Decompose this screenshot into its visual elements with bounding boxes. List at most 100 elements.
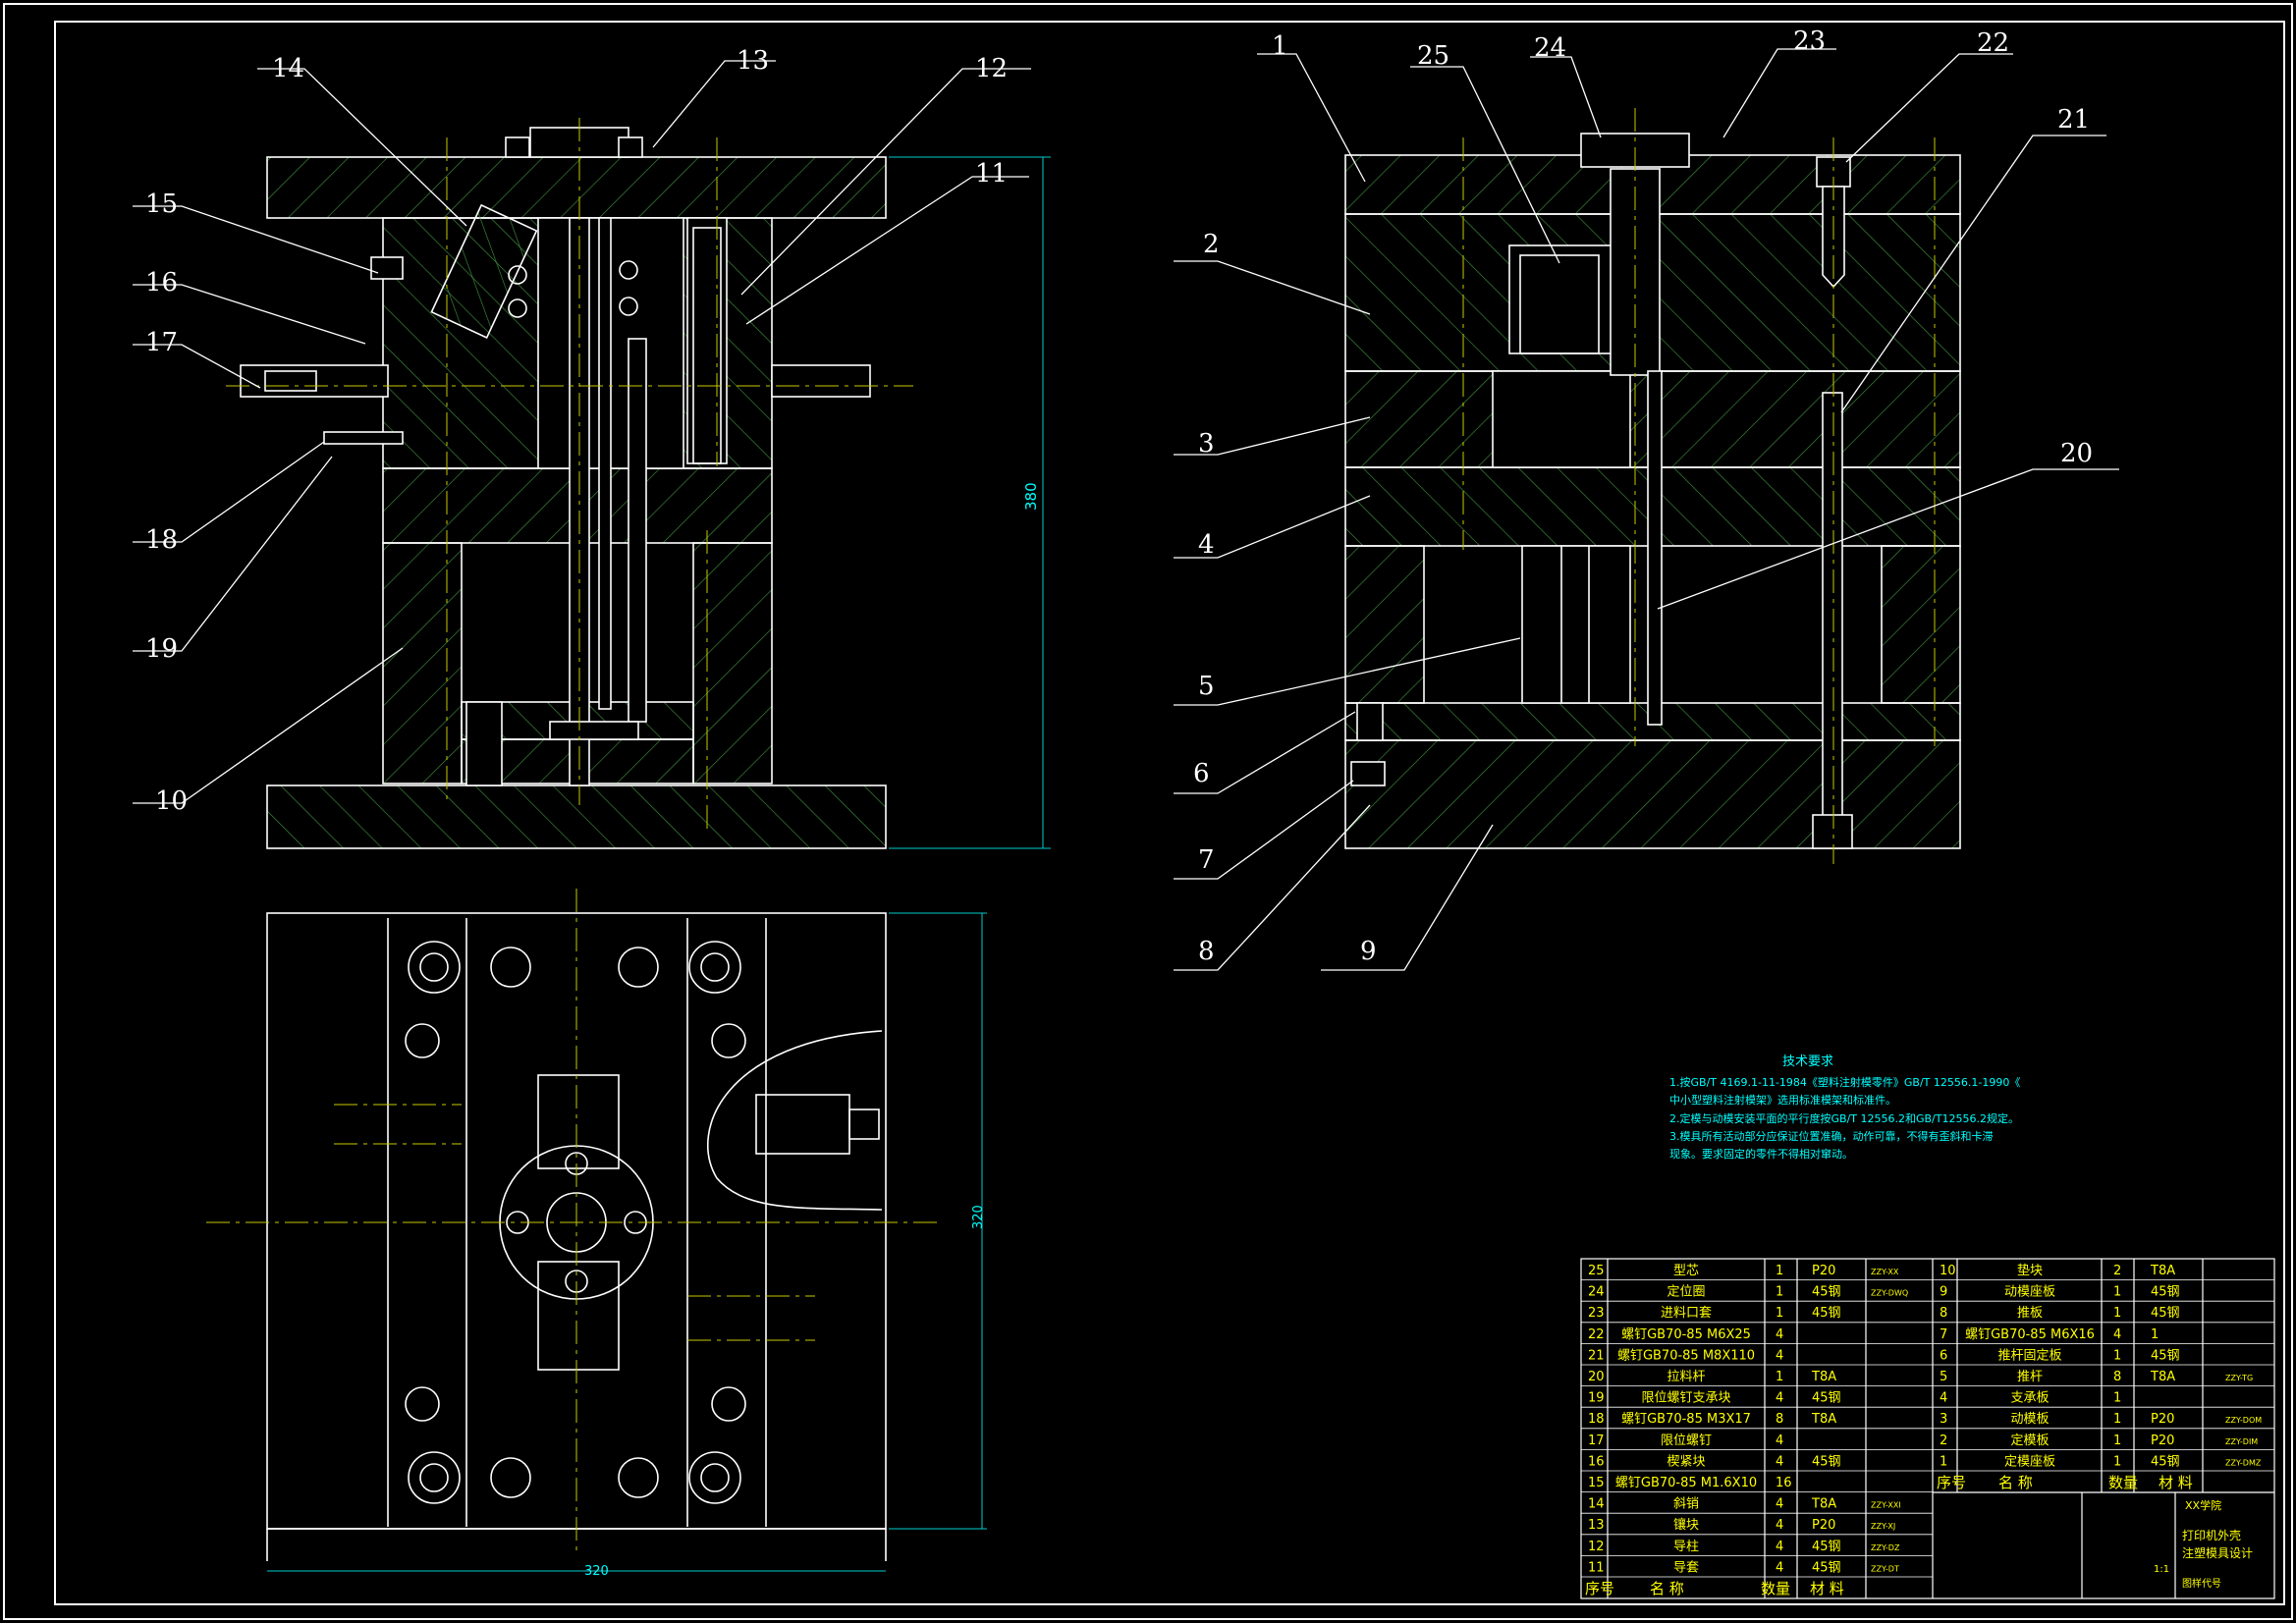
callout-7: 7 (1198, 845, 1215, 875)
right-view-centerlines (1462, 108, 1936, 864)
callout-11: 11 (975, 159, 1008, 189)
bom-mat-cell: T8A (2150, 1370, 2175, 1384)
bom-qty-cell: 1 (1776, 1285, 1783, 1300)
callout-6: 6 (1193, 759, 1210, 788)
bom-mat-cell: T8A (1811, 1497, 1836, 1512)
callout-24: 24 (1534, 33, 1566, 63)
callout-15: 15 (145, 189, 178, 219)
outer-frame (3, 3, 2293, 1620)
title-scale: 1:1 (2154, 1564, 2169, 1575)
callout-18: 18 (145, 525, 178, 555)
notes-line-1: 1.按GB/T 4169.1-11-1984《塑料注射模零件》GB/T 1255… (1669, 1075, 2020, 1089)
callout-14: 14 (272, 54, 304, 83)
left-dim-text: 380 (1022, 482, 1040, 511)
bom-name-cell: 定模座板 (2004, 1454, 2055, 1469)
callout-1: 1 (1272, 31, 1288, 61)
bom-code-cell: ZZY-DZ (1871, 1543, 1900, 1552)
right-section-view (1344, 133, 1961, 849)
bom-no-cell: 10 (1940, 1264, 1956, 1278)
bom-no-cell: 6 (1940, 1348, 1947, 1363)
bom-qty-cell: 1 (2113, 1306, 2121, 1321)
bom-qty-cell: 4 (1776, 1434, 1783, 1448)
bom-no-cell: 21 (1588, 1348, 1605, 1363)
bom-name-cell: 限位螺钉 (1661, 1434, 1712, 1448)
bom-mat-cell: 45钢 (1812, 1560, 1841, 1575)
callout-19: 19 (145, 634, 178, 664)
bom-name-cell: 螺钉GB70-85 M3X17 (1621, 1412, 1751, 1427)
bom-no-cell: 16 (1588, 1454, 1605, 1469)
bom-name-cell: 限位螺钉支承块 (1641, 1391, 1730, 1406)
bom-name-cell: 定模板 (2010, 1434, 2049, 1448)
callout-22: 22 (1977, 28, 2009, 58)
bom-no-cell: 13 (1588, 1518, 1605, 1533)
left-section-view (240, 127, 887, 849)
bom-no-cell: 18 (1588, 1412, 1605, 1427)
bom-code-cell: ZZY-XX (1871, 1268, 1899, 1276)
bom-mat-cell: P20 (1812, 1518, 1835, 1533)
bom-name-cell: 螺钉GB70-85 M6X25 (1621, 1327, 1751, 1342)
bom-no-cell: 24 (1588, 1285, 1605, 1300)
left-dimension-380 (889, 156, 1051, 849)
bom-qty-cell: 1 (2113, 1391, 2121, 1406)
callout-25: 25 (1417, 41, 1449, 71)
bom-mat-cell: 45钢 (2151, 1285, 2180, 1300)
notes-line-2: 中小型塑料注射模架》选用标准模架和标准件。 (1669, 1093, 1896, 1107)
callout-23: 23 (1793, 27, 1826, 56)
title-line-2: 注塑模具设计 (2182, 1545, 2253, 1560)
bom-no-cell: 9 (1940, 1285, 1947, 1300)
bom-mat-cell: P20 (1812, 1264, 1835, 1278)
callout-5: 5 (1198, 672, 1215, 701)
title-line-1: 打印机外壳 (2182, 1529, 2241, 1542)
bom-mat-cell: 45钢 (2151, 1454, 2180, 1469)
bom-no-cell: 17 (1588, 1434, 1605, 1448)
bom-name-cell: 螺钉GB70-85 M8X110 (1617, 1348, 1755, 1363)
left-view-centerlines (226, 118, 913, 835)
bom-name-cell: 螺钉GB70-85 M1.6X10 (1615, 1476, 1757, 1490)
bom-header-name-right: 名 称 (1998, 1474, 2033, 1491)
notes-title: 技术要求 (1782, 1055, 1833, 1069)
bom-no-cell: 15 (1588, 1476, 1605, 1490)
bom-qty-cell: 1 (2113, 1412, 2121, 1427)
bom-header-no: 序号 (1585, 1580, 1614, 1597)
bom-name-cell: 导柱 (1673, 1540, 1699, 1554)
bom-no-cell: 7 (1940, 1327, 1947, 1342)
bom-name-cell: 支承板 (2010, 1391, 2049, 1406)
title-drawing-code: 图样代号 (2182, 1577, 2221, 1590)
notes-line-4: 3.模具所有活动部分应保证位置准确，动作可靠，不得有歪斜和卡滞 (1669, 1129, 1994, 1143)
bom-name-cell: 推杆 (2017, 1370, 2043, 1384)
bom-mat-cell: T8A (1811, 1412, 1836, 1427)
bom-qty-cell: 4 (1776, 1560, 1783, 1575)
bom-name-cell: 垫块 (2017, 1263, 2043, 1278)
bom-name-cell: 型芯 (1673, 1264, 1699, 1278)
bom-name-cell: 楔紧块 (1667, 1454, 1705, 1469)
bom-mat-cell: 45钢 (1812, 1306, 1841, 1321)
bom-qty-cell: 2 (2113, 1264, 2121, 1278)
bom-mat-cell: 45钢 (2151, 1348, 2180, 1363)
bom-qty-cell: 1 (2113, 1434, 2121, 1448)
bom-header-no-right: 序号 (1937, 1474, 1966, 1491)
bom-no-cell: 23 (1588, 1306, 1605, 1321)
callout-16: 16 (145, 268, 178, 298)
bom-header-mat: 材 料 (1810, 1580, 1844, 1597)
notes-line-5: 现象。要求固定的零件不得相对窜动。 (1669, 1147, 1853, 1161)
bom-name-cell: 进料口套 (1661, 1305, 1712, 1321)
bom-name-cell: 动模板 (2010, 1412, 2049, 1427)
callout-9: 9 (1360, 937, 1377, 966)
plan-width-dim: 320 (584, 1564, 609, 1579)
bom-mat-cell: 45钢 (1812, 1540, 1841, 1554)
bom-code-cell: ZZY-XXI (1871, 1501, 1901, 1510)
bom-mat-cell: P20 (2151, 1412, 2174, 1427)
bom-mat-cell: T8A (1811, 1370, 1836, 1384)
bom-name-cell: 推杆固定板 (1997, 1348, 2061, 1363)
bom-name-cell: 动模座板 (2004, 1285, 2055, 1300)
bom-qty-cell: 4 (1776, 1391, 1783, 1406)
left-leaders (133, 60, 1031, 804)
bom-qty-cell: 4 (1776, 1327, 1783, 1342)
bom-no-cell: 20 (1588, 1370, 1605, 1384)
bom-name-cell: 定位圈 (1667, 1285, 1705, 1300)
bom-no-cell: 19 (1588, 1391, 1605, 1406)
callout-10: 10 (155, 786, 188, 816)
bom-name-cell: 螺钉GB70-85 M6X16 (1965, 1327, 2095, 1342)
